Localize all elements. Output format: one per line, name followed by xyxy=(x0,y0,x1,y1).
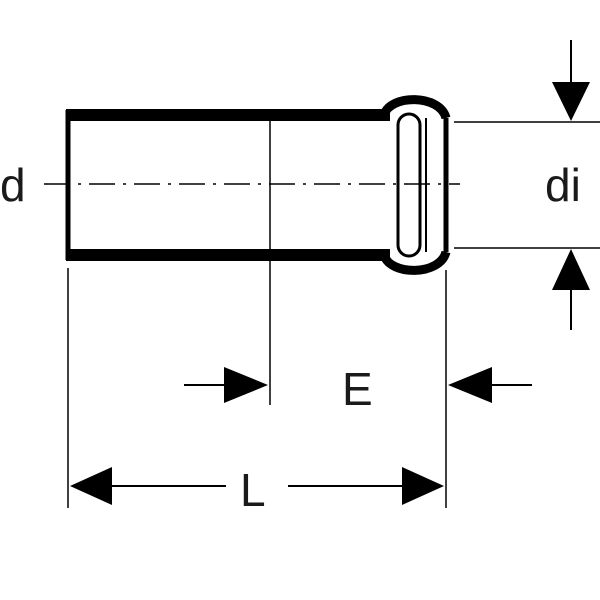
pipe-body xyxy=(65,109,390,261)
label-l: L xyxy=(240,464,266,516)
di-arrow-bottom-head xyxy=(552,249,590,290)
e-arrow-right-head xyxy=(448,367,492,403)
l-dimension xyxy=(70,467,444,505)
socket-bottom-bead xyxy=(379,250,451,275)
di-dimension xyxy=(454,40,600,330)
l-arrow-left-head xyxy=(70,467,112,505)
socket-top-bead xyxy=(379,95,451,120)
e-dimension xyxy=(184,367,532,403)
socket-end xyxy=(379,95,451,275)
label-di: di xyxy=(545,159,581,211)
extension-lines xyxy=(67,258,447,508)
label-d: d xyxy=(0,159,26,211)
di-arrow-top-head xyxy=(552,82,590,121)
e-arrow-left-head xyxy=(224,367,268,403)
label-e: E xyxy=(342,363,373,415)
l-arrow-right-head xyxy=(402,467,444,505)
seal-ring xyxy=(396,112,422,258)
